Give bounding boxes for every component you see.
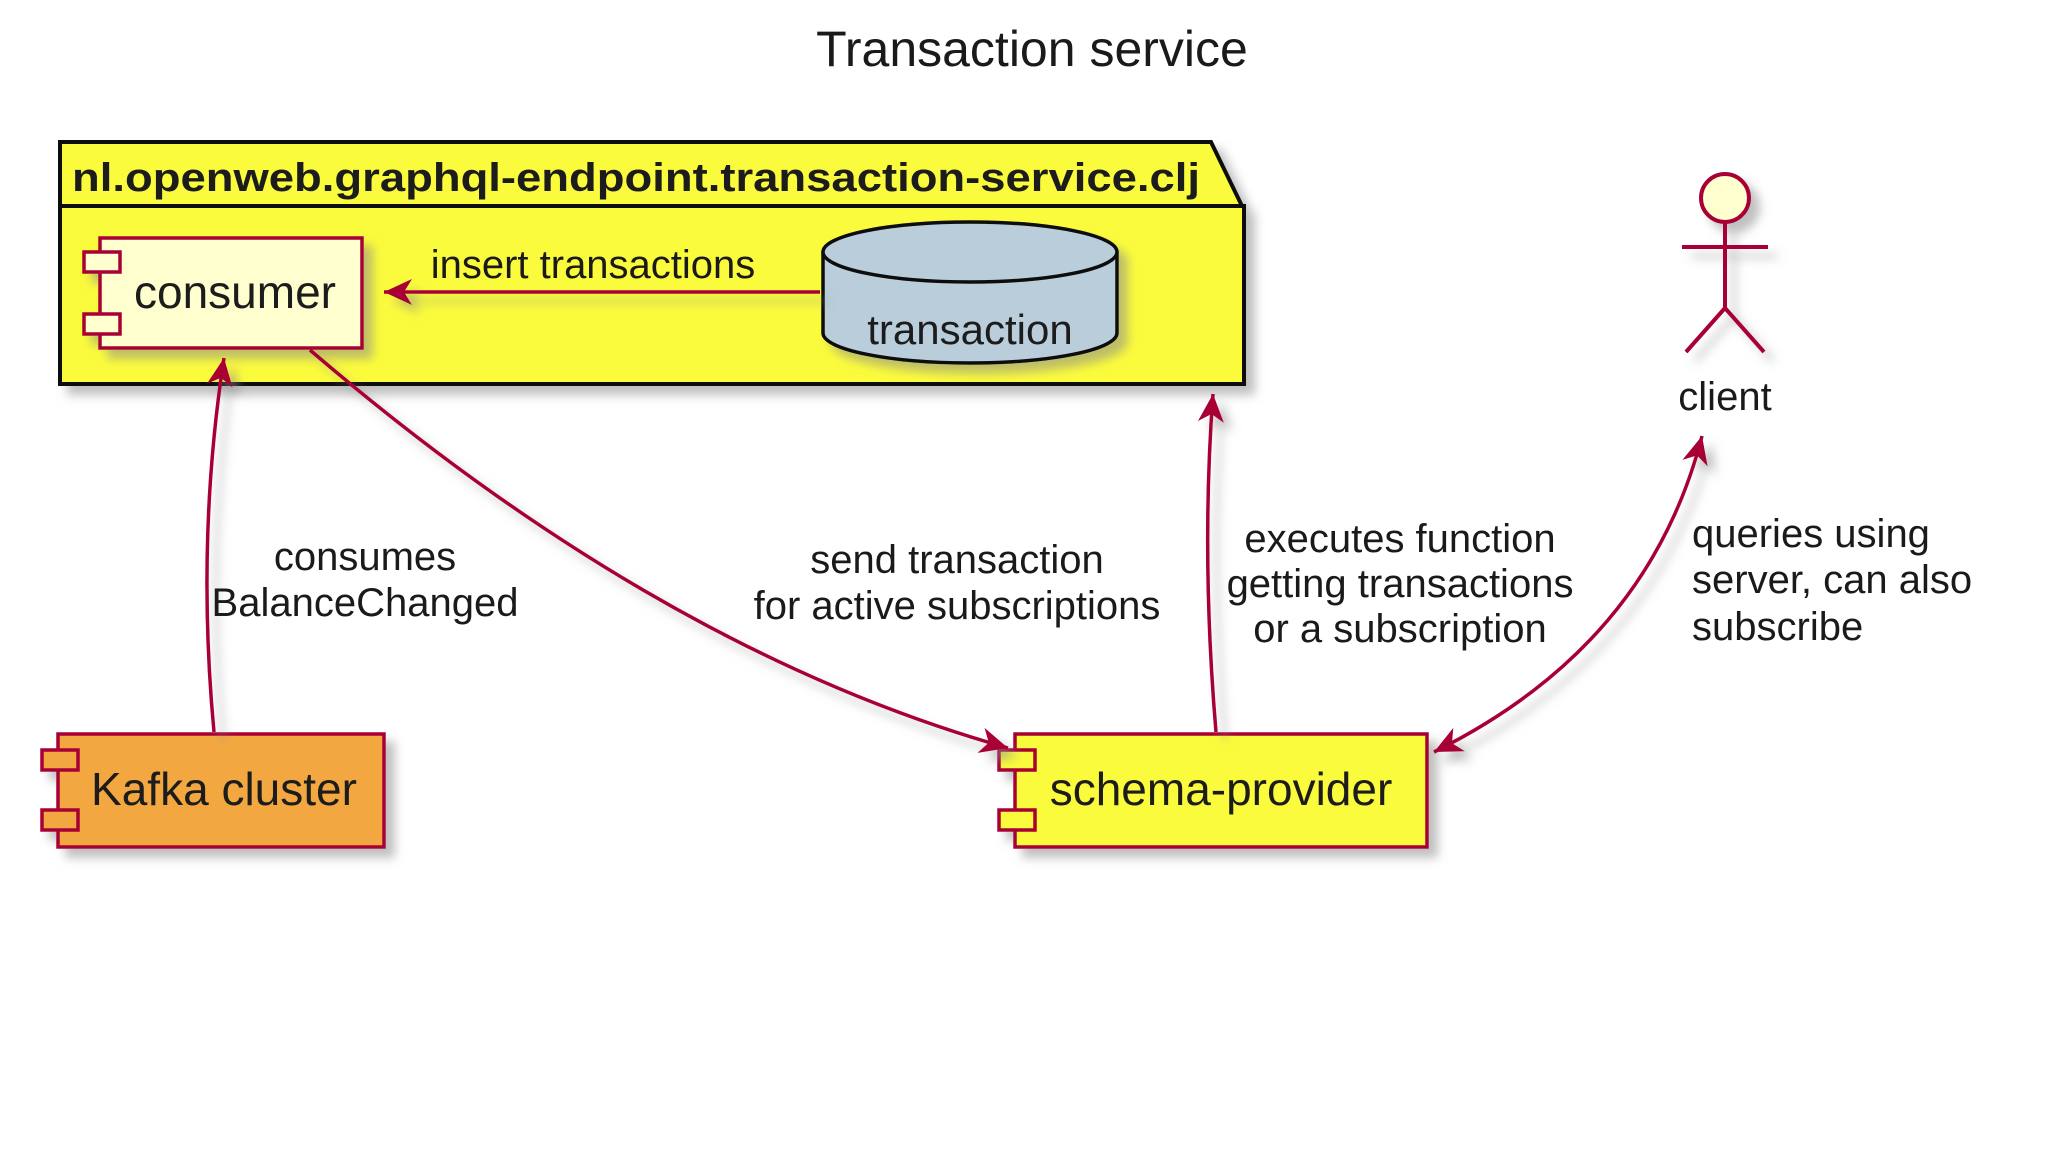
kafka-box: [56, 732, 386, 849]
actor-head-icon: [1699, 172, 1751, 224]
actor-leg-icon: [1684, 306, 1727, 354]
component-port-icon: [82, 250, 122, 274]
edge-consumes-balancechanged: [205, 357, 233, 733]
component-port-icon: [997, 808, 1037, 832]
actor-client: [1682, 172, 1768, 354]
edge-label-send: send transaction: [810, 538, 1104, 582]
component-consumer: consumer: [82, 236, 364, 350]
edge-send-transaction: [308, 348, 1009, 753]
package-name: nl.openweb.graphql-endpoint.transaction-…: [72, 156, 1200, 200]
diagram-title: Transaction service: [816, 21, 1248, 77]
schema-provider-box: [1013, 732, 1429, 849]
edge-executes-function: [1197, 393, 1224, 733]
component-port-icon: [82, 312, 122, 336]
component-schema-provider: schema-provider: [997, 732, 1429, 849]
edge-label-queries: queries using: [1692, 512, 1930, 556]
consumer-box: [98, 236, 364, 350]
edge-label-send: for active subscriptions: [754, 584, 1161, 628]
actor-leg-icon: [1723, 306, 1766, 354]
database-label: transaction: [867, 306, 1072, 353]
edge-queries-using-server: [1433, 435, 1708, 754]
component-port-icon: [997, 748, 1037, 772]
database-cylinder-top: [821, 220, 1119, 284]
package-tab: [58, 140, 1246, 208]
edge-label-executes: executes function: [1244, 517, 1555, 561]
component-port-icon: [40, 748, 80, 772]
edge-label-queries: subscribe: [1692, 605, 1863, 649]
edge-label-consumes: consumes: [274, 535, 456, 579]
edge-label-queries: server, can also: [1692, 558, 1972, 602]
database-transaction: transaction: [821, 220, 1119, 365]
kafka-label: Kafka cluster: [91, 763, 357, 815]
edges: [205, 279, 1708, 754]
edge-labels: insert transactions consumes BalanceChan…: [212, 243, 1973, 651]
component-port-icon: [40, 808, 80, 832]
client-label: client: [1678, 375, 1771, 419]
schema-provider-label: schema-provider: [1050, 763, 1393, 815]
edge-label-executes: getting transactions: [1227, 562, 1574, 606]
component-kafka-cluster: Kafka cluster: [40, 732, 386, 849]
consumer-label: consumer: [134, 266, 336, 318]
edge-label-executes: or a subscription: [1253, 607, 1546, 651]
edge-label-consumes: BalanceChanged: [212, 581, 519, 625]
edge-label-insert: insert transactions: [431, 243, 756, 287]
